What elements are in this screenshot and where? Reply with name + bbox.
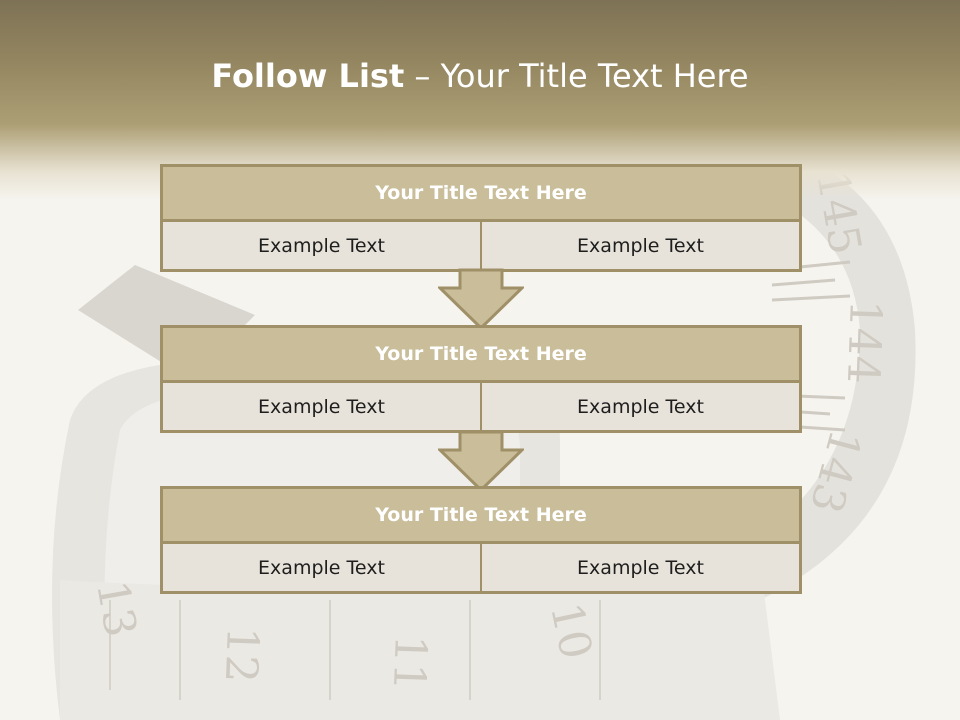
- block-cell-left: Example Text: [160, 383, 482, 433]
- block-cell-right: Example Text: [482, 544, 802, 594]
- block-title: Your Title Text Here: [160, 325, 802, 383]
- block-title: Your Title Text Here: [160, 164, 802, 222]
- tape-number: 13: [86, 577, 146, 641]
- tape-number: 10: [540, 598, 602, 663]
- down-arrow-icon: [438, 430, 524, 492]
- block-row: Example Text Example Text: [160, 222, 802, 272]
- list-block-1: Your Title Text Here Example Text Exampl…: [160, 164, 802, 272]
- title-bold: Follow List: [211, 57, 405, 95]
- tape-number: 11: [383, 634, 436, 692]
- block-cell-right: Example Text: [482, 222, 802, 272]
- block-row: Example Text Example Text: [160, 383, 802, 433]
- block-row: Example Text Example Text: [160, 544, 802, 594]
- block-cell-right: Example Text: [482, 383, 802, 433]
- down-arrow-icon: [438, 268, 524, 330]
- title-rest: – Your Title Text Here: [404, 57, 749, 95]
- block-title: Your Title Text Here: [160, 486, 802, 544]
- tape-number: 144: [837, 299, 891, 385]
- slide-title: Follow List – Your Title Text Here: [0, 52, 960, 100]
- list-block-2: Your Title Text Here Example Text Exampl…: [160, 325, 802, 433]
- list-block-3: Your Title Text Here Example Text Exampl…: [160, 486, 802, 594]
- tape-number: 12: [215, 626, 268, 684]
- block-cell-left: Example Text: [160, 544, 482, 594]
- block-cell-left: Example Text: [160, 222, 482, 272]
